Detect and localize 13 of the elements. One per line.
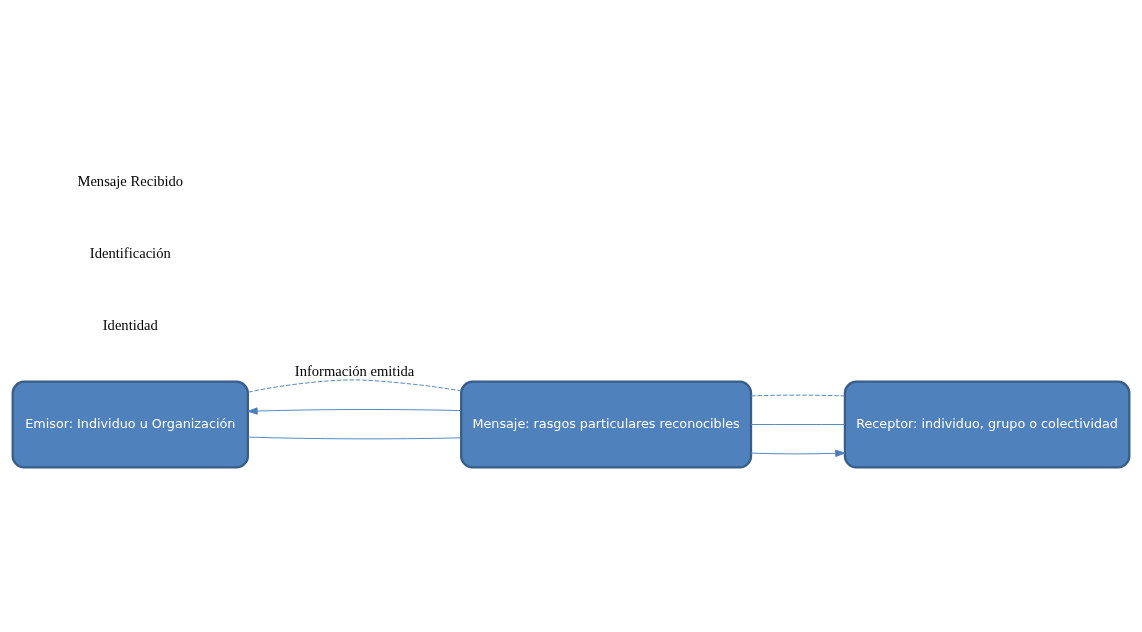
connector [750, 394, 846, 396]
connector [750, 423, 846, 425]
node-box: Receptor: individuo, grupo o colectividad [843, 380, 1131, 468]
node-box: Mensaje: rasgos particulares reconocibles [460, 380, 753, 468]
edge-label: Información emitida [294, 362, 415, 379]
label: Identidad [102, 316, 158, 333]
node-box: Emisor: Individuo u Organización [11, 380, 249, 468]
connector [247, 378, 462, 393]
connector [247, 436, 462, 439]
label: Mensaje Recibido [77, 172, 184, 189]
label: Identificación [89, 244, 171, 261]
arrow [750, 449, 846, 457]
arrow [247, 406, 462, 415]
